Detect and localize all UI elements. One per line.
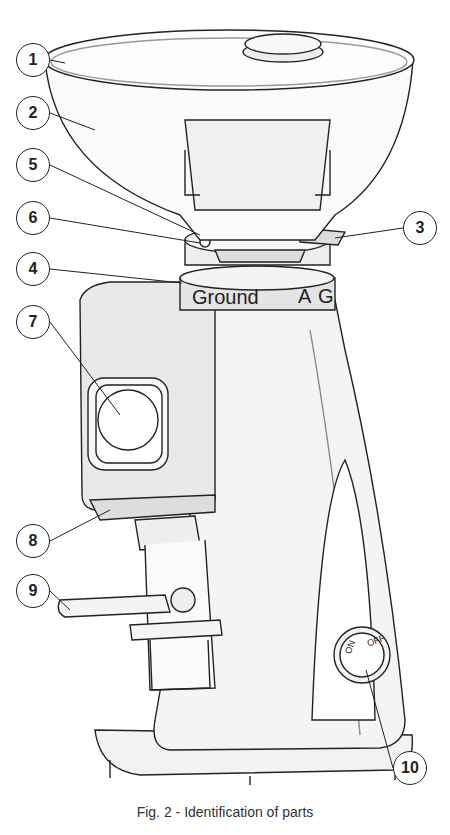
callout-number: 10	[401, 760, 419, 776]
callout-number: 4	[29, 261, 38, 277]
callout-circle: 7	[16, 305, 50, 339]
callout-number: 2	[29, 105, 38, 121]
callout-number: 8	[29, 533, 38, 549]
callout-circle: 10	[393, 751, 427, 785]
callout-circle: 4	[16, 252, 50, 286]
callout-number: 7	[29, 314, 38, 330]
callout-circle: 1	[16, 43, 50, 77]
printed-label: A	[298, 286, 311, 306]
callout-number: 3	[416, 220, 425, 236]
callout-number: 6	[29, 210, 38, 226]
callout-number: 1	[29, 52, 38, 68]
callout-circle: 8	[16, 524, 50, 558]
callout-circle: 9	[16, 574, 50, 608]
printed-label: G	[318, 286, 334, 306]
callout-circle: 5	[16, 148, 50, 182]
callout-number: 9	[29, 583, 38, 599]
printed-label: Ground	[192, 287, 259, 307]
figure-caption: Fig. 2 - Identification of parts	[0, 804, 450, 820]
leader-lines	[50, 60, 403, 768]
callout-circle: 3	[403, 211, 437, 245]
callout-circle: 2	[16, 96, 50, 130]
callout-number: 5	[29, 157, 38, 173]
callout-circle: 6	[16, 201, 50, 235]
